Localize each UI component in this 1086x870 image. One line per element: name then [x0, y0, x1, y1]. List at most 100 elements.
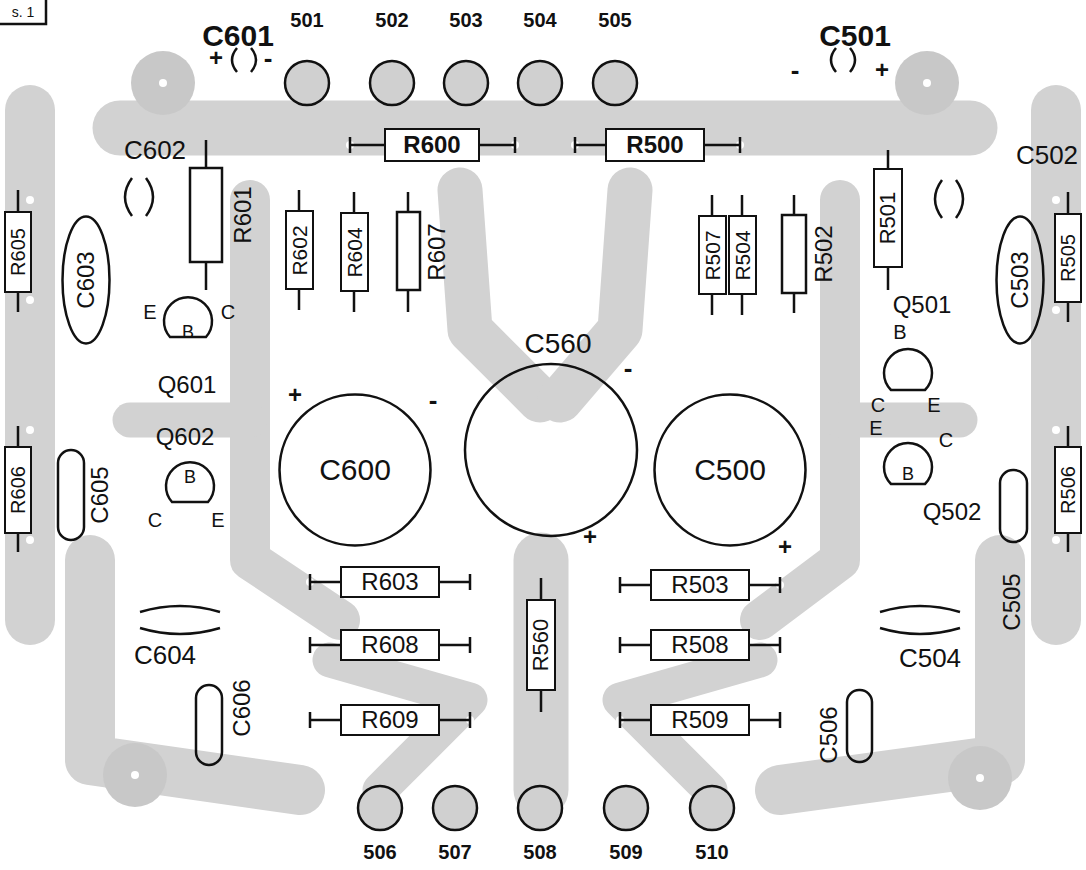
- part-label: 505: [598, 10, 631, 30]
- part-label: -: [264, 45, 273, 71]
- solder-pads: [26, 141, 1060, 724]
- part-label: C605: [88, 466, 112, 523]
- part-label: 503: [449, 10, 482, 30]
- part-label: R601: [231, 186, 255, 243]
- part-label: Q501: [893, 293, 952, 317]
- resistor-body: R608: [340, 629, 440, 661]
- part-label: +: [778, 535, 792, 559]
- part-label: C: [148, 510, 162, 530]
- part-label: +: [288, 383, 302, 407]
- capacitor-outline: C600: [278, 393, 432, 547]
- component-label: C603: [74, 251, 98, 308]
- capacitor-ellipse: [655, 395, 806, 546]
- resistor-body: R603: [340, 566, 440, 598]
- part-label: B: [893, 322, 906, 342]
- component-label: R506: [1058, 466, 1078, 514]
- part-label: -: [624, 355, 633, 381]
- capacitor-ellipse: [997, 217, 1044, 344]
- component-label: C503: [1008, 251, 1032, 308]
- resistor-body: R503: [650, 569, 750, 601]
- capacitor-ellipse: [63, 217, 110, 344]
- resistor-body: R560: [526, 599, 556, 691]
- component-label: R603: [361, 570, 418, 594]
- part-label: s. 1: [12, 5, 35, 19]
- part-label: 507: [438, 842, 471, 862]
- part-label: C506: [817, 706, 841, 763]
- part-label: Q601: [158, 373, 217, 397]
- part-label: 508: [523, 842, 556, 862]
- part-label: E: [927, 395, 940, 415]
- resistor-body: R500: [605, 128, 705, 162]
- part-label: 504: [523, 10, 556, 30]
- resistor-body: R509: [650, 704, 750, 736]
- capacitor-ellipse: [280, 395, 431, 546]
- component-label: R508: [671, 633, 728, 657]
- part-label: C501: [819, 21, 891, 51]
- component-label: C500: [694, 455, 766, 485]
- part-label: Q502: [923, 500, 982, 524]
- part-label: Q602: [156, 425, 215, 449]
- component-label: R602: [289, 225, 310, 275]
- part-label: C604: [134, 642, 196, 668]
- component-label: R503: [671, 573, 728, 597]
- part-label: B: [182, 323, 194, 341]
- resistor-body: R609: [340, 704, 440, 736]
- component-label: R600: [403, 133, 460, 157]
- part-label: E: [869, 418, 882, 438]
- mounting-holes: [103, 51, 1012, 810]
- part-label: +: [209, 46, 223, 70]
- part-label: C602: [124, 137, 186, 163]
- resistor-body: R505: [1054, 213, 1082, 303]
- component-label: R609: [361, 708, 418, 732]
- component-label: R501: [877, 192, 899, 245]
- component-label: R505: [1058, 234, 1078, 282]
- part-label: 501: [290, 10, 323, 30]
- part-label: C: [939, 430, 953, 450]
- part-label: R502: [812, 225, 836, 282]
- part-label: -: [791, 57, 800, 83]
- part-label: 502: [375, 10, 408, 30]
- part-label: -: [429, 387, 438, 413]
- resistor-body: R600: [384, 128, 480, 162]
- part-label: C606: [230, 679, 254, 736]
- part-label: C560: [525, 330, 592, 358]
- resistor-body: R501: [873, 168, 903, 268]
- part-label: 510: [695, 842, 728, 862]
- component-label: R509: [671, 708, 728, 732]
- resistor-body: R605: [4, 211, 32, 293]
- part-label: +: [583, 525, 597, 549]
- resistor-body: R508: [650, 629, 750, 661]
- part-label: R607: [425, 223, 449, 280]
- part-label: B: [902, 465, 914, 483]
- capacitor-outline: C603: [61, 215, 111, 345]
- part-label: B: [184, 468, 196, 486]
- resistor-body: R606: [4, 446, 32, 534]
- component-label: R605: [8, 228, 28, 276]
- component-outlines: [0, 0, 1068, 765]
- copper-traces: [30, 110, 1056, 790]
- capacitor-outline: C500: [653, 393, 807, 547]
- resistor-body: R506: [1054, 446, 1082, 534]
- part-label: C502: [1016, 142, 1078, 168]
- component-label: C600: [319, 455, 391, 485]
- component-label: R507: [702, 230, 723, 280]
- part-label: E: [143, 302, 156, 322]
- component-label: R608: [361, 633, 418, 657]
- part-label: 506: [363, 842, 396, 862]
- part-label: 509: [609, 842, 642, 862]
- part-label: C: [871, 395, 885, 415]
- component-label: R504: [732, 230, 753, 280]
- component-label: R606: [8, 466, 28, 514]
- component-label: R500: [626, 133, 683, 157]
- part-label: C504: [899, 645, 961, 671]
- resistor-body: R504: [728, 215, 757, 295]
- capacitor-outline: C503: [995, 215, 1045, 345]
- part-label: C: [221, 302, 235, 322]
- component-label: R560: [530, 619, 552, 672]
- part-label: E: [211, 510, 224, 530]
- resistor-body: R507: [698, 215, 727, 295]
- part-label: C505: [1000, 573, 1024, 630]
- resistor-body: R602: [285, 210, 314, 290]
- resistor-body: R604: [340, 212, 369, 292]
